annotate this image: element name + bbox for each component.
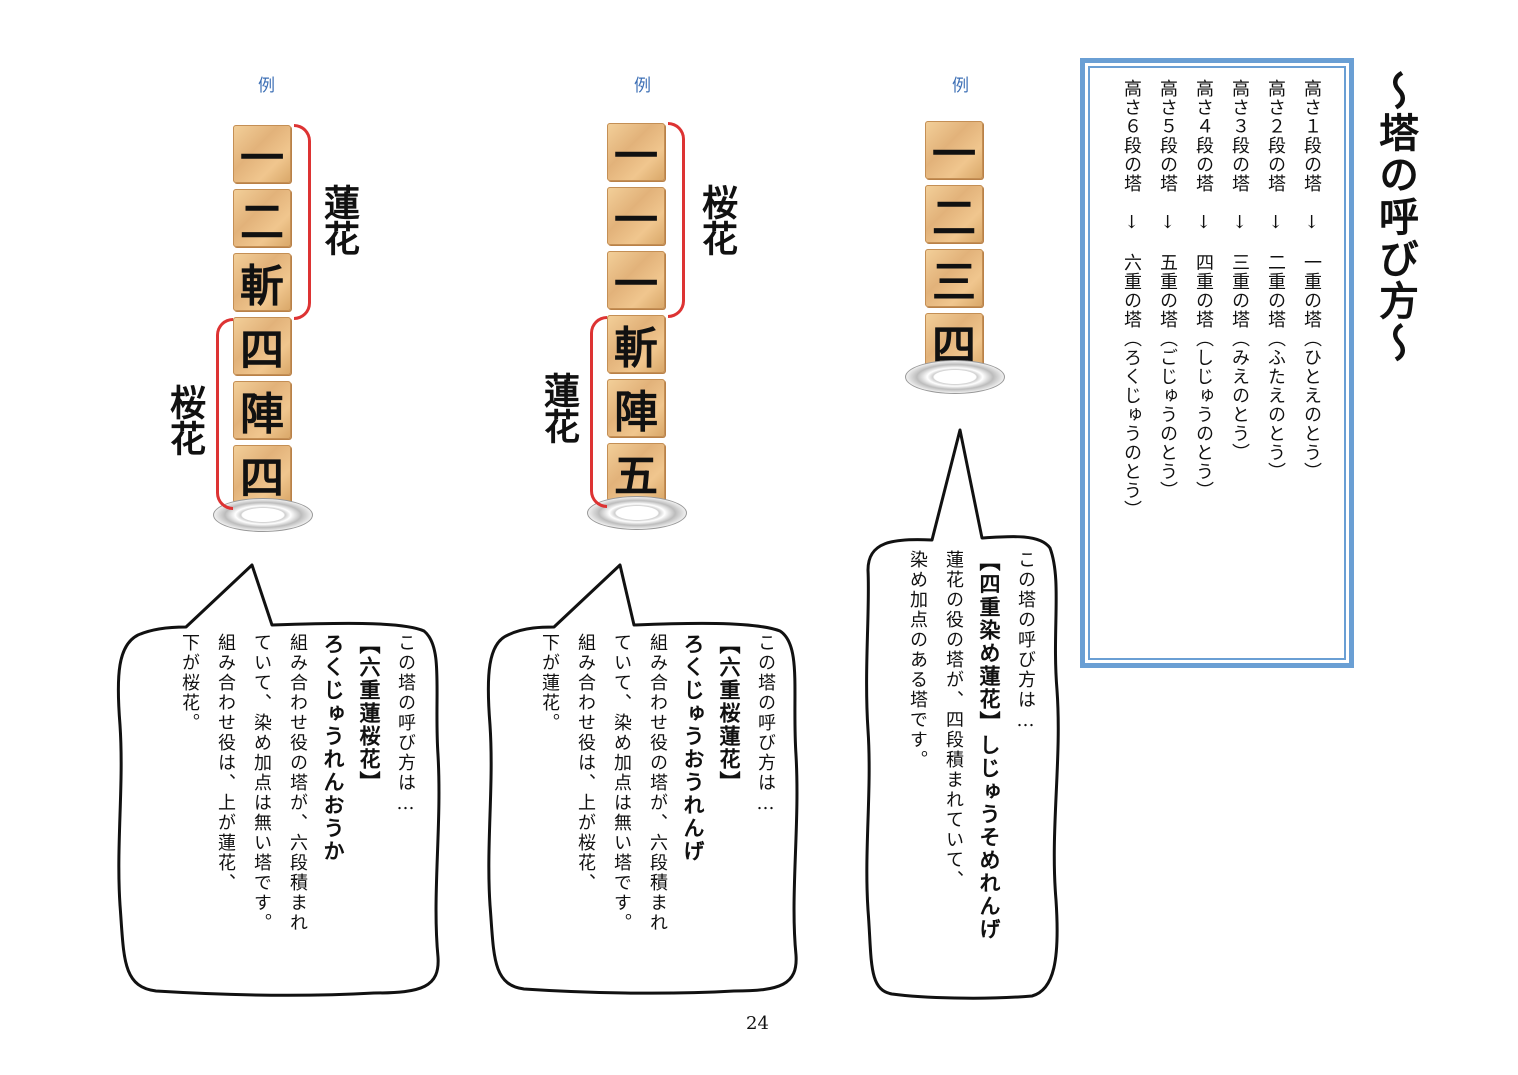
speech-bubble-shape (486, 563, 799, 995)
bracket-bottom (216, 318, 233, 510)
tower-left-label-top: 蓮花 (318, 184, 359, 256)
speech-bubble-shape (116, 563, 441, 997)
page-number: 24 (746, 1013, 769, 1034)
tower-names-list: 高さ１段の塔 ↓ 一重の塔（ひとえのとう） 高さ２段の塔 ↓ 二重の塔（ふたえの… (1117, 79, 1325, 659)
bracket-bottom (590, 316, 607, 508)
example-label-middle: 例 (630, 76, 650, 93)
bubble-line: ていて、染め加点は無い塔です。 (251, 633, 272, 933)
tower-block: 一 (607, 123, 665, 182)
tower-block: 陣 (607, 379, 665, 438)
tower-name-item: 高さ４段の塔 ↓ 四重の塔（しじゅうのとう） (1193, 79, 1214, 500)
tower-block: 陣 (233, 381, 291, 440)
tower-name-item: 高さ３段の塔 ↓ 三重の塔（みえのとう） (1229, 79, 1250, 462)
speech-bubble-shape (865, 428, 1060, 1000)
bubble-line: この塔の呼び方は… (395, 633, 416, 816)
tower-name-item: 高さ５段の塔 ↓ 五重の塔（ごじゅうのとう） (1157, 79, 1178, 500)
bracket-top (668, 122, 685, 318)
bracket-top (294, 124, 311, 320)
bubble-line-title: 【六重蓮桜花】 (357, 633, 382, 794)
tower-names-frame: 高さ１段の塔 ↓ 一重の塔（ひとえのとう） 高さ２段の塔 ↓ 二重の塔（ふたえの… (1080, 58, 1354, 668)
bubble-line: 下が蓮花。 (539, 633, 560, 733)
bubble-line: この塔の呼び方は… (755, 633, 776, 816)
tower-right: 一 二 三 四 (892, 116, 1052, 406)
tower-middle: 一 一 一 斬 陣 五 (574, 118, 734, 538)
tower-name-item: 高さ１段の塔 ↓ 一重の塔（ひとえのとう） (1301, 79, 1322, 481)
tower-block: 四 (233, 317, 291, 376)
bubble-line: 下が桜花。 (179, 633, 200, 733)
tower-name-item: 高さ６段の塔 ↓ 六重の塔（ろくじゅうのとう） (1121, 79, 1142, 519)
tower-base (905, 360, 1005, 394)
tower-block: 一 (607, 251, 665, 310)
tower-block: 四 (233, 445, 291, 504)
bubble-line-title: 【六重桜蓮花】 (717, 633, 742, 794)
speech-bubble-text: この塔の呼び方は… 【六重桜蓮花】 ろくじゅうおうれんげ 組み合わせ役の塔が、六… (534, 633, 780, 973)
tower-left: 一 二 斬 四 陣 四 (200, 120, 360, 540)
bubble-line-title: 【四重染め蓮花】しじゅうそめれんげ (977, 550, 1002, 941)
example-label-right: 例 (948, 76, 968, 93)
page-title: ～塔の呼び方～ (1372, 70, 1419, 364)
tower-block: 一 (925, 121, 983, 180)
bubble-line: 組み合わせ役は、上が桜花、 (575, 633, 596, 893)
speech-bubble-middle: この塔の呼び方は… 【六重桜蓮花】 ろくじゅうおうれんげ 組み合わせ役の塔が、六… (484, 563, 802, 995)
tower-block: 斬 (607, 315, 665, 374)
tower-block: 一 (233, 125, 291, 184)
tower-block: 五 (607, 443, 665, 502)
tower-block: 二 (233, 189, 291, 248)
tower-middle-label-top: 桜花 (696, 184, 737, 256)
tower-block: 二 (925, 185, 983, 244)
tower-middle-label-bottom: 蓮花 (538, 372, 579, 444)
bubble-line-reading: ろくじゅうおうれんげ (681, 633, 706, 863)
speech-bubble-text: この塔の呼び方は… 【四重染め蓮花】しじゅうそめれんげ 蓮花の役の塔が、四段積ま… (902, 550, 1040, 980)
bubble-line: 組み合わせ役は、上が蓮花、 (215, 633, 236, 893)
speech-bubble-text: この塔の呼び方は… 【六重蓮桜花】 ろくじゅうれんおうか 組み合わせ役の塔が、六… (174, 633, 420, 973)
bubble-line: この塔の呼び方は… (1015, 550, 1036, 733)
tower-block: 斬 (233, 253, 291, 312)
bubble-line: 組み合わせ役の塔が、六段積まれ (647, 633, 668, 933)
bubble-line: 染め加点のある塔です。 (907, 550, 928, 770)
bubble-line: ていて、染め加点は無い塔です。 (611, 633, 632, 933)
tower-left-label-bottom: 桜花 (164, 384, 205, 456)
speech-bubble-right: この塔の呼び方は… 【四重染め蓮花】しじゅうそめれんげ 蓮花の役の塔が、四段積ま… (862, 428, 1062, 1000)
bubble-line: 蓮花の役の塔が、四段積まれていて、 (943, 550, 964, 890)
tower-name-item: 高さ２段の塔 ↓ 二重の塔（ふたえのとう） (1265, 79, 1286, 481)
speech-bubble-left: この塔の呼び方は… 【六重蓮桜花】 ろくじゅうれんおうか 組み合わせ役の塔が、六… (112, 563, 444, 997)
bubble-line: 組み合わせ役の塔が、六段積まれ (287, 633, 308, 933)
tower-block: 三 (925, 249, 983, 308)
tower-block: 一 (607, 187, 665, 246)
example-label-left: 例 (254, 76, 274, 93)
bubble-line-reading: ろくじゅうれんおうか (321, 633, 346, 863)
